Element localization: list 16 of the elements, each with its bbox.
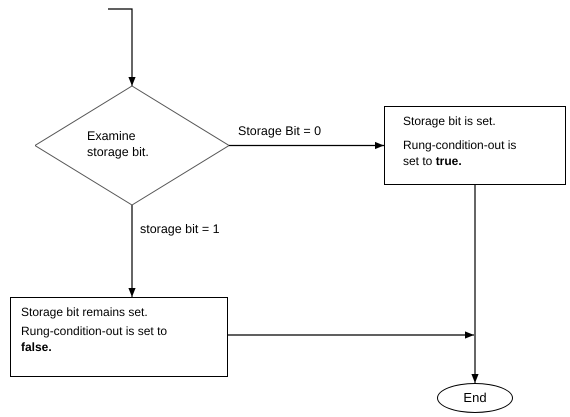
edge-label: Storage Bit = 0: [238, 124, 322, 139]
process-text: Storage bit is set.: [403, 113, 497, 129]
terminal-label: End: [463, 389, 487, 408]
arrow: [471, 335, 479, 383]
process-text: Rung-condition-out is set to true.: [403, 137, 518, 169]
arrow: [229, 142, 384, 150]
process-box: [10, 297, 228, 377]
arrow: [128, 205, 136, 297]
process-box: [384, 106, 566, 185]
process-text: Storage bit remains set.: [21, 304, 149, 320]
connector-line: [474, 185, 476, 335]
arrow: [228, 331, 474, 339]
decision-text: Examine storage bit.: [87, 128, 150, 160]
edge-label: storage bit = 1: [140, 222, 220, 237]
process-text: Rung-condition-out is set to false.: [21, 323, 168, 355]
arrow: [108, 8, 136, 86]
